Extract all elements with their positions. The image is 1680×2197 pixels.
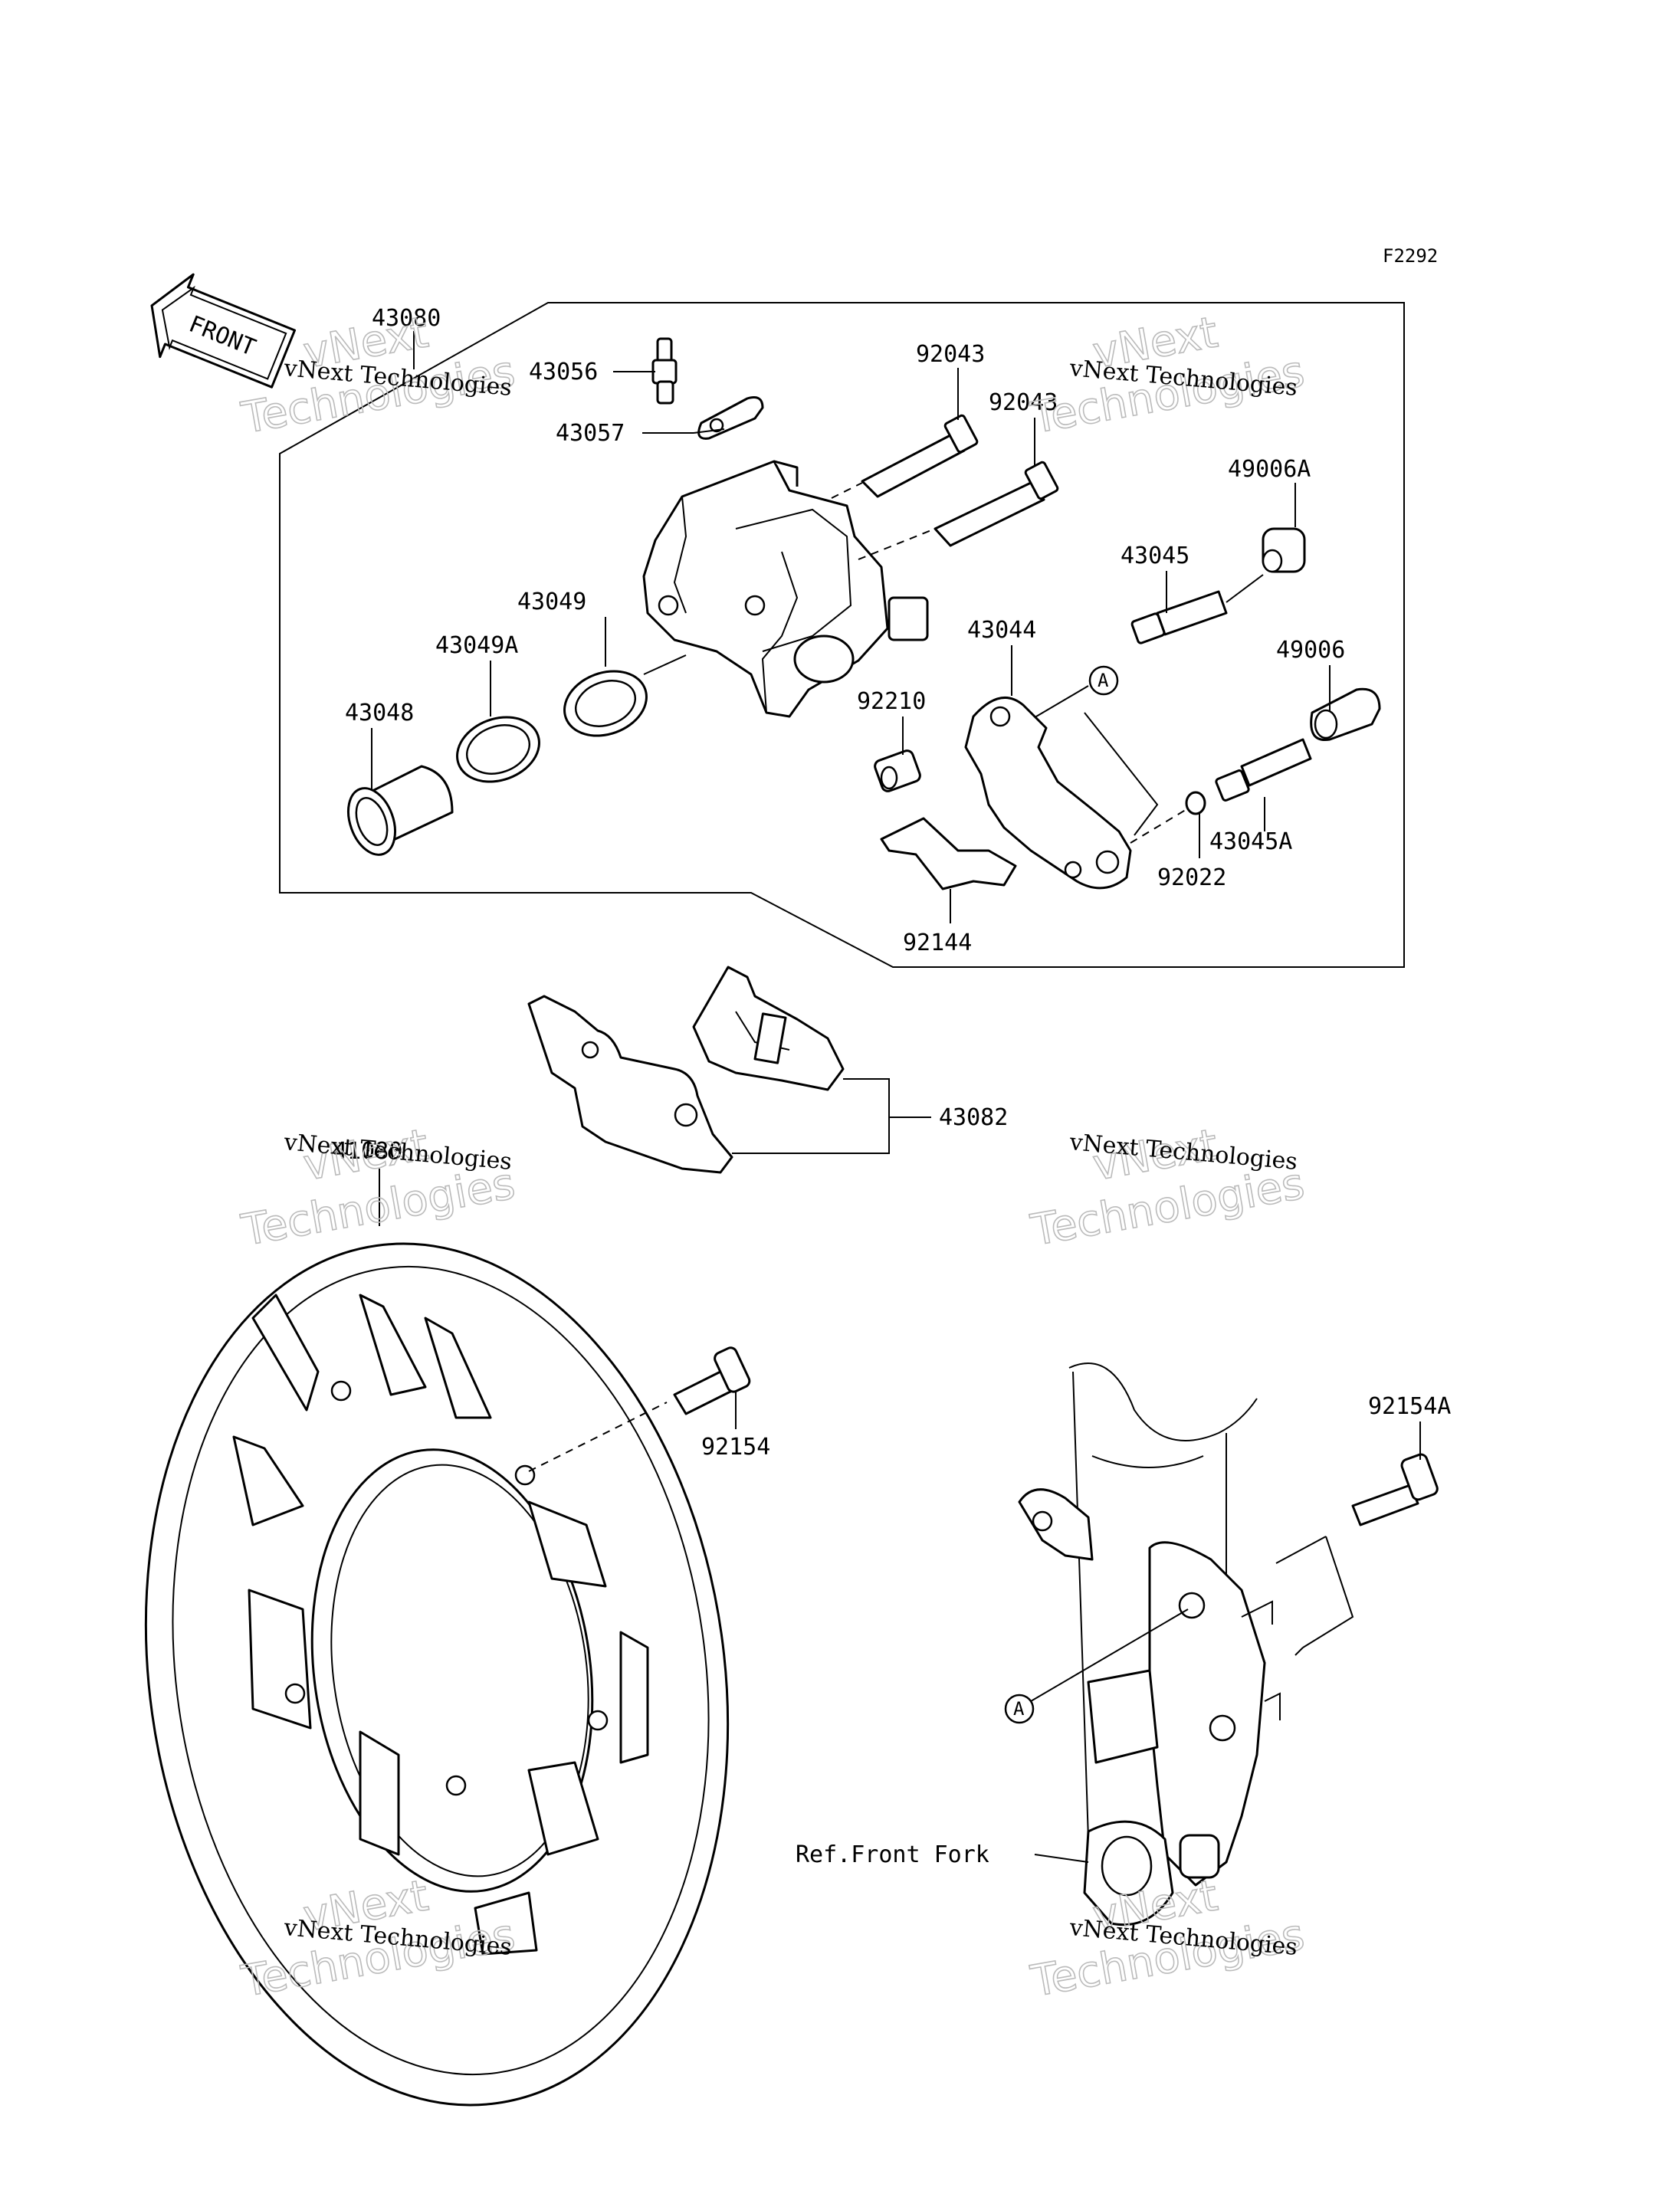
label-49006A: 49006A — [1228, 456, 1311, 483]
dust-seal-icon — [456, 716, 540, 783]
caliper-mount-bolt-icon — [1351, 1453, 1439, 1526]
disc-bolt-dash — [528, 1402, 668, 1472]
piston-axis-line — [643, 654, 687, 675]
label-92210: 92210 — [857, 688, 926, 715]
label-43080: 43080 — [372, 305, 441, 332]
label-43045A: 43045A — [1209, 828, 1292, 855]
label-92043-upper: 92043 — [916, 341, 985, 368]
watermark-mid-right: vNext Technologies vNext Technologies — [1026, 1120, 1308, 1257]
mount-bolt-bracket — [1302, 1536, 1354, 1648]
bleeder-cap-icon — [697, 396, 764, 440]
label-92043-lower: 92043 — [989, 389, 1058, 416]
caliper-assembly-outline — [279, 302, 1405, 968]
rubber-boot-icon — [1310, 687, 1381, 742]
label-43048: 43048 — [345, 700, 414, 726]
label-ref-front-fork: Ref.Front Fork — [796, 1841, 989, 1868]
label-92154A: 92154A — [1368, 1393, 1451, 1420]
label-41080: 41080 — [333, 1138, 402, 1165]
pad-spring-icon — [880, 817, 1017, 890]
leader-lines — [371, 331, 1421, 1863]
brake-disc-icon — [144, 1242, 730, 2107]
front-fork-icon — [1018, 1362, 1281, 1926]
circlip-dash — [1130, 808, 1189, 844]
label-43057: 43057 — [556, 420, 625, 447]
marker-a-upper-text: A — [1098, 670, 1109, 691]
label-49006: 49006 — [1276, 637, 1345, 664]
label-43082: 43082 — [939, 1104, 1008, 1131]
caliper-pin-a-icon — [1215, 738, 1312, 802]
circlip-icon — [1185, 791, 1206, 815]
label-43049A: 43049A — [435, 632, 518, 659]
slide-pin-lower-icon — [934, 461, 1059, 547]
mount-bolt-leader-a — [1275, 1536, 1327, 1564]
label-92022: 92022 — [1157, 864, 1226, 891]
label-43045: 43045 — [1121, 543, 1189, 569]
label-43056: 43056 — [529, 359, 598, 385]
slide-pin-upper-icon — [861, 414, 979, 498]
marker-a-lower-text: A — [1013, 1698, 1025, 1720]
mount-bolt-leader-b — [1294, 1647, 1304, 1656]
disc-bolt-icon — [673, 1346, 751, 1415]
label-92154: 92154 — [701, 1434, 770, 1461]
marker-a-lower-line — [1030, 1608, 1189, 1702]
rubber-boot-a-icon — [1262, 527, 1306, 573]
brake-pad-front-icon — [527, 995, 733, 1174]
marker-a-lower — [1004, 1694, 1035, 1724]
watermark-bottom-right: vNext Technologies vNext Technologies — [1026, 1871, 1308, 2008]
front-arrow-icon: FRONT — [150, 273, 297, 389]
bushing-icon — [874, 749, 921, 792]
pad-bracket-line — [732, 1078, 890, 1154]
marker-a-upper — [1088, 665, 1119, 696]
caliper-bracket-icon — [964, 696, 1159, 890]
pin-upper-dash — [831, 482, 863, 499]
label-92144: 92144 — [903, 930, 972, 956]
watermark-top-right: vNext Technologies vNext Technologies — [1026, 307, 1308, 444]
figure-code: F2292 — [1383, 245, 1438, 267]
watermark-mid-left: vNext Technologies vNext Technologies — [237, 1120, 519, 1257]
brake-pad-back-icon — [692, 966, 845, 1091]
bleeder-valve-icon — [651, 337, 678, 405]
label-43049: 43049 — [517, 589, 586, 615]
watermark-top-left: vNext Technologies vNext Technologies — [237, 307, 519, 444]
label-43044: 43044 — [967, 617, 1036, 644]
piston-icon — [347, 765, 454, 856]
caliper-body-icon — [642, 460, 929, 718]
piston-seal-icon — [563, 670, 648, 737]
caliper-pin-icon — [1130, 574, 1264, 644]
